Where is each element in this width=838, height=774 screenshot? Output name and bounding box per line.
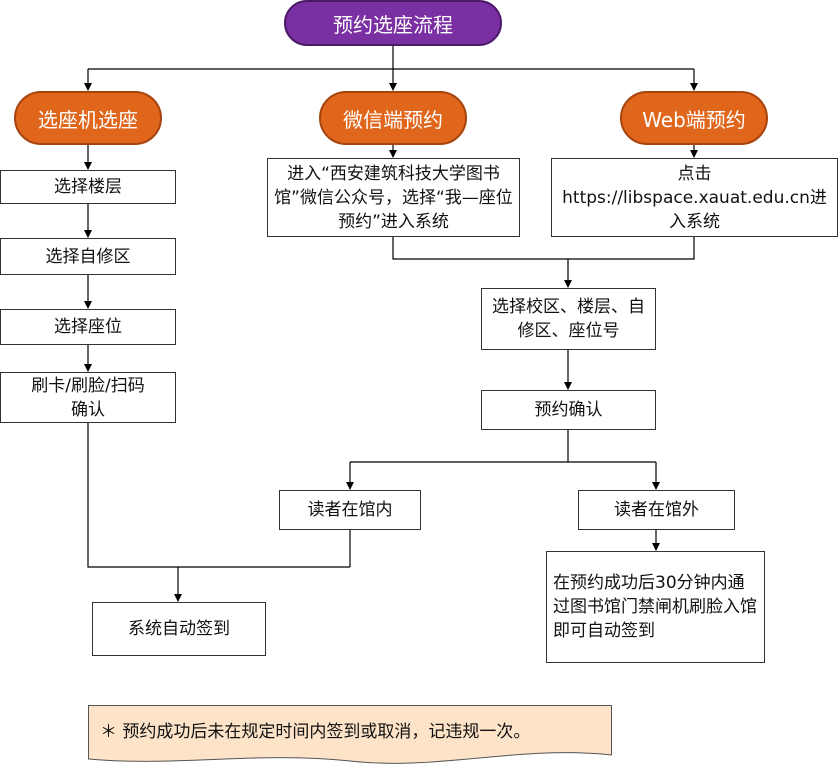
- step-reservation-confirm-text: 预约确认: [534, 400, 603, 420]
- branch-wechat: 微信端预约: [319, 91, 467, 145]
- branch-wechat-label: 微信端预约: [343, 107, 443, 132]
- flow-title-text: 预约选座流程: [333, 12, 453, 37]
- step-select-location-text: 选择校区、楼层、自修区、座位号: [492, 297, 645, 341]
- reader-outside-text: 读者在馆外: [614, 500, 699, 520]
- flow-title: 预约选座流程: [284, 0, 502, 46]
- reader-outside: 读者在馆外: [578, 490, 735, 530]
- step-web-enter-text: 点击https://libspace.xauat.edu.cn进入系统: [562, 163, 827, 232]
- step-reservation-confirm: 预约确认: [481, 390, 656, 430]
- step-confirm-identity-text: 刷卡/刷脸/扫码确认: [31, 375, 145, 420]
- step-select-floor-text: 选择楼层: [54, 177, 122, 197]
- step-select-seat: 选择座位: [0, 309, 176, 345]
- step-web-enter: 点击https://libspace.xauat.edu.cn进入系统: [551, 158, 838, 237]
- step-select-seat-text: 选择座位: [54, 317, 122, 337]
- line-wechat-web-join: [392, 237, 695, 260]
- branch-kiosk-label: 选座机选座: [38, 107, 138, 132]
- reader-inside-text: 读者在馆内: [307, 500, 393, 520]
- auto-signin-text: 系统自动签到: [128, 619, 230, 639]
- step-select-zone: 选择自修区: [0, 238, 176, 275]
- step-confirm-identity: 刷卡/刷脸/扫码确认: [0, 372, 176, 423]
- step-wechat-enter-text: 进入“西安建筑科技大学图书馆”微信公众号，选择“我—座位预约”进入系统: [274, 163, 513, 232]
- footnote-shape: [88, 705, 612, 764]
- step-wechat-enter: 进入“西安建筑科技大学图书馆”微信公众号，选择“我—座位预约”进入系统: [267, 158, 520, 237]
- auto-signin: 系统自动签到: [92, 602, 266, 656]
- outside-signin-note-text: 在预约成功后30分钟内通过图书馆门禁闸机刷脸入馆即可自动签到: [553, 573, 757, 641]
- outside-signin-note: 在预约成功后30分钟内通过图书馆门禁闸机刷脸入馆即可自动签到: [546, 551, 765, 663]
- branch-web-label: Web端预约: [642, 107, 746, 132]
- branch-kiosk: 选座机选座: [14, 91, 162, 145]
- footnote-text: ＊ 预约成功后未在规定时间内签到或取消，记违规一次。: [100, 722, 531, 742]
- step-select-zone-text: 选择自修区: [45, 246, 131, 267]
- step-select-location: 选择校区、楼层、自修区、座位号: [481, 288, 656, 350]
- line-kiosk-merge: [87, 423, 350, 568]
- step-select-floor: 选择楼层: [0, 170, 176, 204]
- branch-web: Web端预约: [620, 91, 768, 145]
- footnote-box: ＊ 预约成功后未在规定时间内签到或取消，记违规一次。: [88, 705, 612, 765]
- reader-inside: 读者在馆内: [279, 490, 421, 530]
